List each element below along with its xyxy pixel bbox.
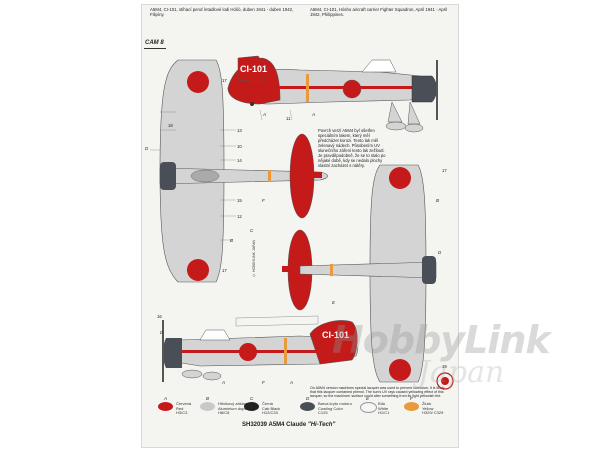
num-16: 16 [157, 314, 162, 319]
callout-a-upper: A [263, 112, 267, 117]
legend-letter-c: C [250, 396, 254, 401]
callout-b-left: B [230, 238, 234, 243]
callout-a-lower-2: A [290, 380, 294, 385]
legend-letter-f: F [410, 396, 413, 401]
side-view-upper [227, 55, 438, 133]
callout-b-right: B [436, 198, 440, 203]
tail-planforms [282, 133, 322, 311]
num-17-top: 17 [222, 78, 227, 83]
swatch-black [244, 402, 259, 411]
leader-lines [150, 109, 293, 241]
tail-code-lower: CI-101 [322, 330, 350, 340]
camo-underline [144, 48, 166, 49]
num-12: 12 [237, 214, 242, 219]
caption-english: A5M4, CI-101, Hósho aircraft carrier Fig… [310, 7, 448, 18]
camo-label: CAM 8 [145, 40, 164, 46]
legend-letter-d: D [306, 396, 310, 401]
num-15: 15 [237, 198, 242, 203]
watermark-top: HobbyLink [332, 318, 551, 362]
legend-letter-b: B [206, 396, 210, 401]
callout-d-right: D [438, 250, 442, 255]
swatch-red [158, 402, 173, 411]
swatch-cowling [300, 402, 315, 411]
vertical-copyright: © HOBBYLINK JAPAN [252, 240, 256, 278]
num-11: 11 [286, 116, 291, 121]
num-14: 14 [237, 158, 242, 163]
czech-note: Povrch verzí A5M4 byl ošetřen speciálním… [318, 128, 386, 168]
callout-f-left: F [262, 198, 265, 203]
side-view-lower [162, 315, 358, 382]
legend-letter-a: A [164, 396, 168, 401]
english-note: On A5M4 version machines special lacquer… [310, 386, 445, 399]
legend-letter-e: E [366, 396, 370, 401]
num-18: 18 [168, 123, 173, 128]
footer-model: A5M4 Claude [268, 422, 307, 428]
callout-e-right: E [332, 300, 336, 305]
swatch-aluminium [200, 402, 215, 411]
num-19: 19 [442, 364, 447, 369]
num-13: 13 [237, 128, 242, 133]
watermark-bottom: Japan [418, 355, 505, 390]
tail-code-upper: CI-101 [240, 64, 268, 74]
bottom-view-right [299, 164, 437, 383]
footer-code: SH32039 [242, 422, 268, 428]
callout-c-left: C [250, 228, 254, 233]
footer-variant: "Hi-Tech" [307, 422, 336, 428]
callout-d-left: D [145, 146, 149, 151]
swatch-yellow [404, 402, 419, 411]
callout-f-lower: F [262, 380, 265, 385]
swatch-white [360, 402, 377, 413]
callout-a-upper-2: A [312, 112, 316, 117]
num-17-bottom: 17 [222, 268, 227, 273]
footer-title: SH32039 A5M4 Claude "Hi-Tech" [242, 422, 335, 428]
callout-a-lower: A [222, 380, 226, 385]
num-10: 10 [237, 144, 242, 149]
callout-d-lower: D [160, 330, 164, 335]
caption-czech: A5M4, CI-101, stíhací peruť letadlové lo… [150, 7, 294, 18]
num-17-right: 17 [442, 168, 447, 173]
special-hobby-logo [436, 372, 454, 390]
top-view-left [159, 59, 328, 283]
